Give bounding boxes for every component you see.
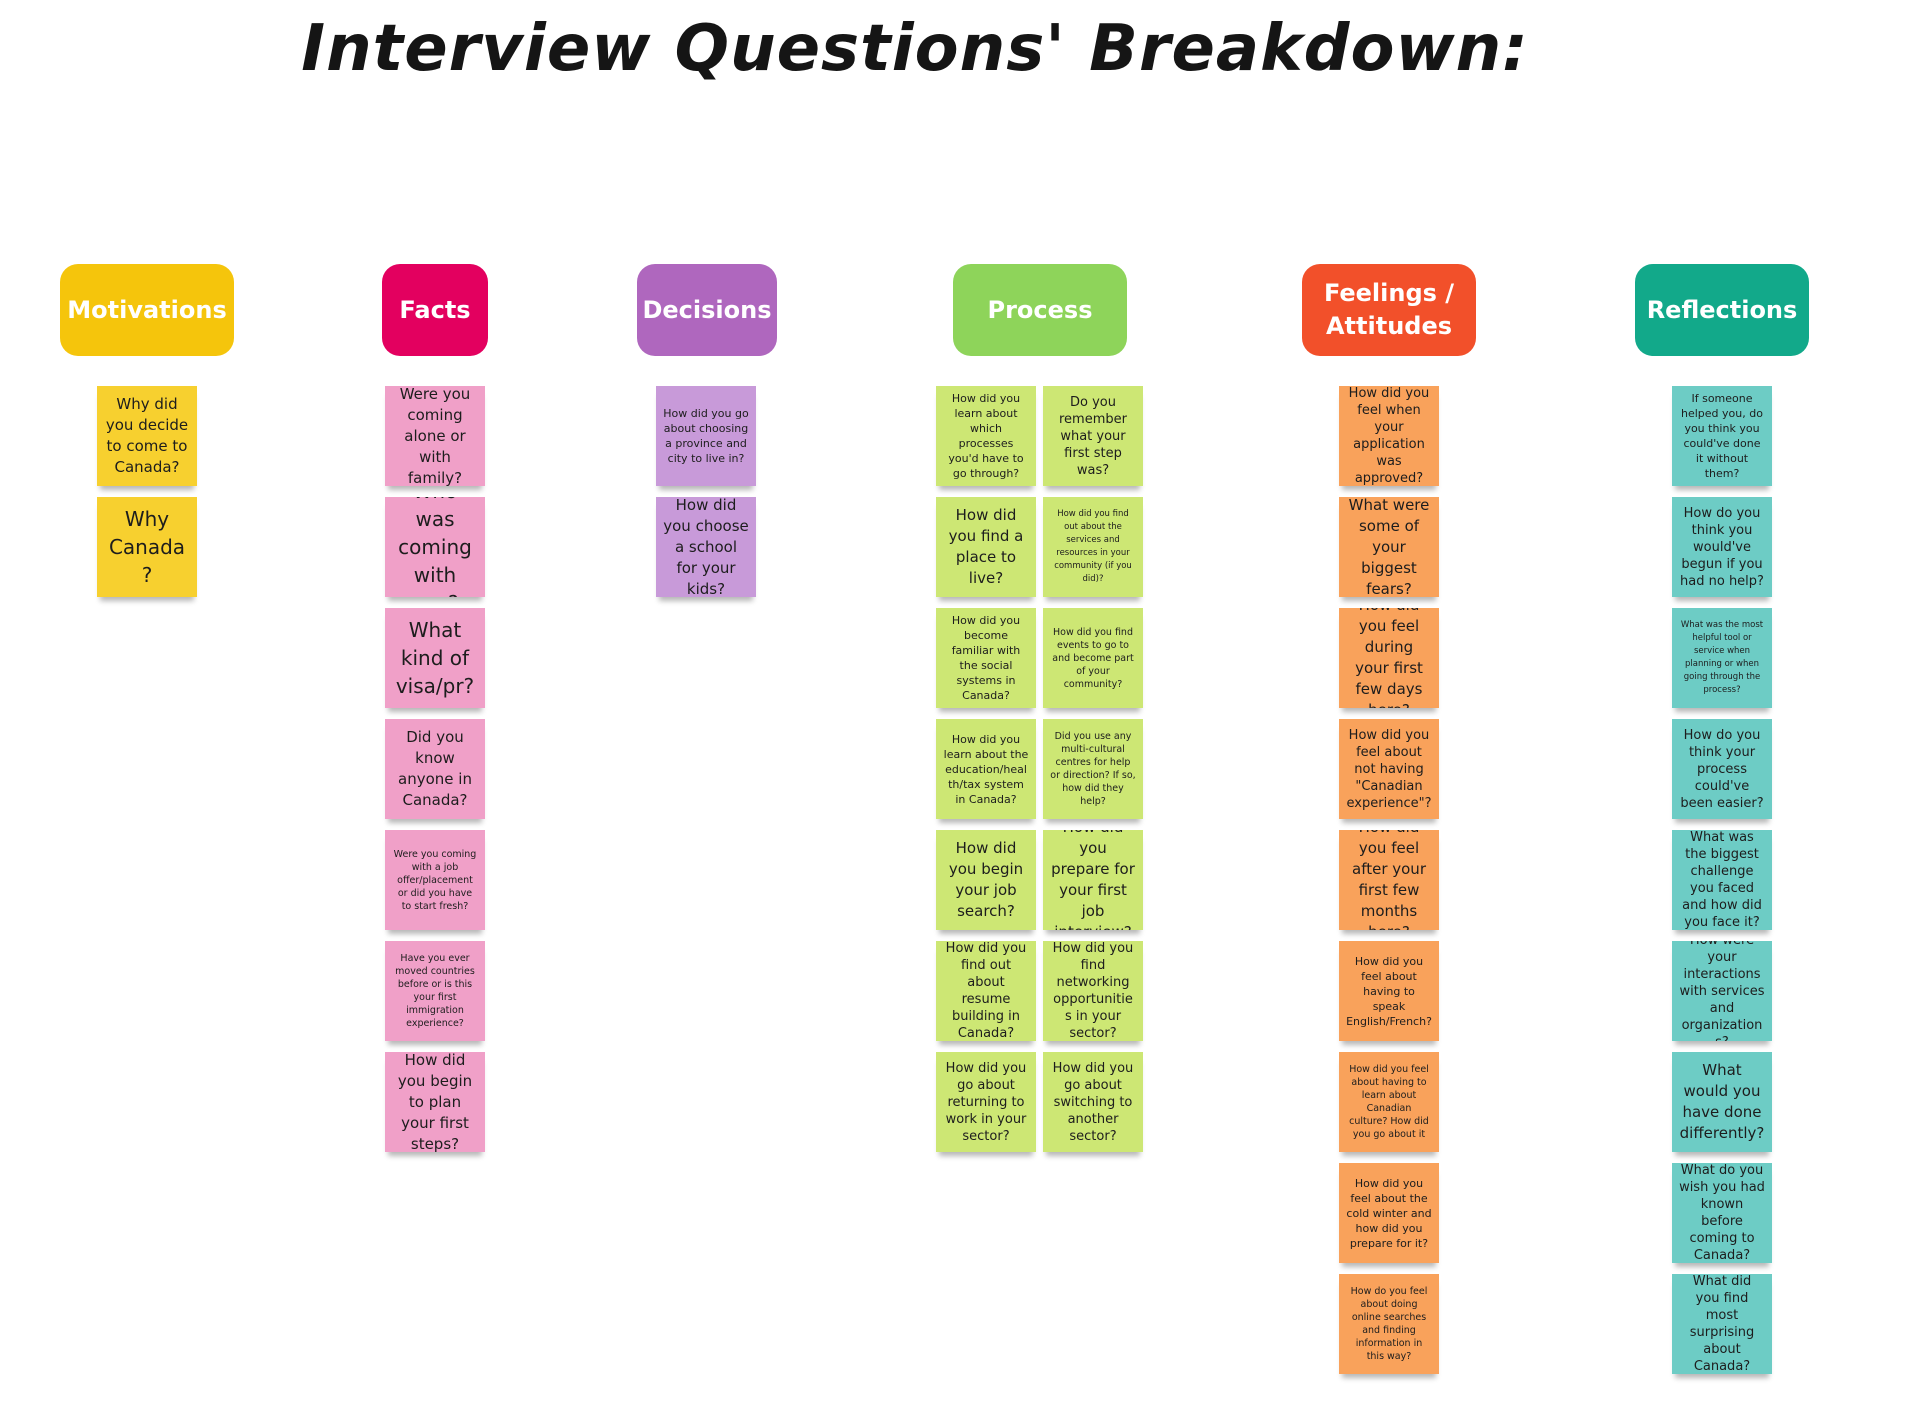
sticky-note-text: If someone helped you, do you think you … — [1681, 392, 1763, 480]
sticky-note[interactable]: How did you go about returning to work i… — [936, 1052, 1036, 1152]
sticky-note-text: How did you find networking opportunitie… — [1052, 941, 1134, 1041]
sticky-note[interactable]: Why did you decide to come to Canada? — [97, 386, 197, 486]
sticky-note[interactable]: How do you think your process could've b… — [1672, 719, 1772, 819]
sticky-note-text: How did you learn about the education/he… — [943, 732, 1029, 806]
sticky-note-text: What kind of visa/pr? — [395, 618, 475, 698]
sticky-note-text: How did you feel about having to learn a… — [1349, 1064, 1429, 1140]
sticky-note[interactable]: How were your interactions with services… — [1672, 941, 1772, 1041]
category-header-feelings[interactable]: Feelings / Attitudes — [1302, 264, 1476, 356]
sticky-note-text: How did you choose a school for your kid… — [663, 497, 749, 597]
sticky-note-text: Were you coming alone or with family? — [399, 386, 471, 486]
sticky-note-text: How do you feel about doing online searc… — [1350, 1286, 1428, 1362]
sticky-note[interactable]: How do you feel about doing online searc… — [1339, 1274, 1439, 1374]
board-title: Interview Questions' Breakdown: — [301, 12, 1529, 86]
sticky-note[interactable]: What were some of your biggest fears? — [1339, 497, 1439, 597]
sticky-note[interactable]: How did you go about choosing a province… — [656, 386, 756, 486]
sticky-note[interactable]: What was the biggest challenge you faced… — [1672, 830, 1772, 930]
sticky-note-text: Why did you decide to come to Canada? — [105, 395, 189, 476]
sticky-note-text: How did you become familiar with the soc… — [951, 614, 1021, 702]
sticky-note-text: Who was coming with you? — [398, 497, 472, 597]
sticky-note[interactable]: Have you ever moved countries before or … — [385, 941, 485, 1041]
sticky-note[interactable]: How did you prepare for your first job i… — [1043, 830, 1143, 930]
sticky-note[interactable]: What did you find most surprising about … — [1672, 1274, 1772, 1374]
sticky-note-text: What do you wish you had known before co… — [1679, 1163, 1765, 1263]
sticky-note-text: What was the biggest challenge you faced… — [1682, 830, 1762, 930]
sticky-note[interactable]: How did you begin to plan your first ste… — [385, 1052, 485, 1152]
sticky-note[interactable]: Did you use any multi-cultural centres f… — [1043, 719, 1143, 819]
sticky-note-text: How did you begin to plan your first ste… — [397, 1052, 473, 1152]
sticky-note-text: Did you know anyone in Canada? — [398, 728, 472, 809]
sticky-note[interactable]: How did you find events to go to and bec… — [1043, 608, 1143, 708]
sticky-note[interactable]: How did you find out about the services … — [1043, 497, 1143, 597]
sticky-note-text: Do you remember what your first step was… — [1059, 394, 1127, 478]
sticky-note[interactable]: How did you choose a school for your kid… — [656, 497, 756, 597]
sticky-note[interactable]: What kind of visa/pr? — [385, 608, 485, 708]
sticky-note-text: How did you feel during your first few d… — [1355, 608, 1423, 708]
sticky-note[interactable]: How did you find a place to live? — [936, 497, 1036, 597]
sticky-note-text: How did you begin your job search? — [948, 839, 1024, 920]
sticky-note[interactable]: Who was coming with you? — [385, 497, 485, 597]
sticky-note[interactable]: How did you go about switching to anothe… — [1043, 1052, 1143, 1152]
sticky-note[interactable]: How did you find networking opportunitie… — [1043, 941, 1143, 1041]
sticky-note[interactable]: Do you remember what your first step was… — [1043, 386, 1143, 486]
sticky-note[interactable]: How do you think you would've begun if y… — [1672, 497, 1772, 597]
sticky-note-text: How do you think your process could've b… — [1680, 727, 1764, 811]
sticky-note-text: What would you have done differently? — [1679, 1061, 1765, 1142]
sticky-note[interactable]: How did you find out about resume buildi… — [936, 941, 1036, 1041]
sticky-note[interactable]: How did you begin your job search? — [936, 830, 1036, 930]
sticky-note-text: How did you learn about which processes … — [948, 392, 1024, 480]
category-header-process[interactable]: Process — [953, 264, 1127, 356]
sticky-note[interactable]: Did you know anyone in Canada? — [385, 719, 485, 819]
sticky-note[interactable]: How did you feel about the cold winter a… — [1339, 1163, 1439, 1263]
sticky-note[interactable]: How did you become familiar with the soc… — [936, 608, 1036, 708]
sticky-note[interactable]: How did you learn about which processes … — [936, 386, 1036, 486]
sticky-note-text: How did you go about switching to anothe… — [1052, 1060, 1134, 1144]
sticky-note[interactable]: How did you feel about having to learn a… — [1339, 1052, 1439, 1152]
sticky-note[interactable]: Why Canada? — [97, 497, 197, 597]
sticky-note[interactable]: How did you feel about having to speak E… — [1339, 941, 1439, 1041]
sticky-note[interactable]: How did you feel during your first few d… — [1339, 608, 1439, 708]
sticky-note-text: Why Canada? — [108, 507, 186, 587]
sticky-note-text: How did you prepare for your first job i… — [1051, 830, 1135, 930]
sticky-note-text: What were some of your biggest fears? — [1348, 497, 1430, 597]
sticky-note[interactable]: What do you wish you had known before co… — [1672, 1163, 1772, 1263]
sticky-note-text: What did you find most surprising about … — [1689, 1274, 1755, 1374]
sticky-note-text: Did you use any multi-cultural centres f… — [1050, 731, 1136, 807]
sticky-note[interactable]: How did you feel after your first few mo… — [1339, 830, 1439, 930]
sticky-note-text: How did you find events to go to and bec… — [1052, 626, 1134, 690]
sticky-note[interactable]: What would you have done differently? — [1672, 1052, 1772, 1152]
sticky-note-text: Have you ever moved countries before or … — [395, 953, 475, 1029]
sticky-note-text: How did you feel after your first few mo… — [1352, 830, 1426, 930]
sticky-note-text: How did you feel about not having "Canad… — [1346, 727, 1432, 811]
sticky-note-text: How did you go about choosing a province… — [663, 407, 749, 465]
sticky-note-text: How did you go about returning to work i… — [945, 1060, 1027, 1144]
sticky-note-text: How did you find out about resume buildi… — [945, 941, 1027, 1041]
sticky-note[interactable]: What was the most helpful tool or servic… — [1672, 608, 1772, 708]
sticky-note-text: Were you coming with a job offer/placeme… — [393, 848, 477, 912]
sticky-note[interactable]: If someone helped you, do you think you … — [1672, 386, 1772, 486]
sticky-note[interactable]: Were you coming alone or with family? — [385, 386, 485, 486]
sticky-note-text: How did you feel about the cold winter a… — [1346, 1176, 1432, 1250]
category-header-motivations[interactable]: Motivations — [60, 264, 234, 356]
sticky-note[interactable]: How did you learn about the education/he… — [936, 719, 1036, 819]
category-header-facts[interactable]: Facts — [382, 264, 488, 356]
sticky-note-text: How were your interactions with services… — [1679, 941, 1765, 1041]
sticky-note-text: How do you think you would've begun if y… — [1680, 505, 1764, 589]
sticky-note-text: What was the most helpful tool or servic… — [1680, 620, 1764, 695]
sticky-note[interactable]: How did you feel when your application w… — [1339, 386, 1439, 486]
sticky-note[interactable]: How did you feel about not having "Canad… — [1339, 719, 1439, 819]
sticky-note[interactable]: Were you coming with a job offer/placeme… — [385, 830, 485, 930]
sticky-note-text: How did you feel when your application w… — [1348, 386, 1430, 486]
sticky-note-text: How did you feel about having to speak E… — [1346, 954, 1432, 1028]
sticky-note-text: How did you find out about the services … — [1054, 509, 1132, 584]
category-header-decisions[interactable]: Decisions — [637, 264, 777, 356]
sticky-note-text: How did you find a place to live? — [948, 506, 1024, 587]
category-header-reflections[interactable]: Reflections — [1635, 264, 1809, 356]
